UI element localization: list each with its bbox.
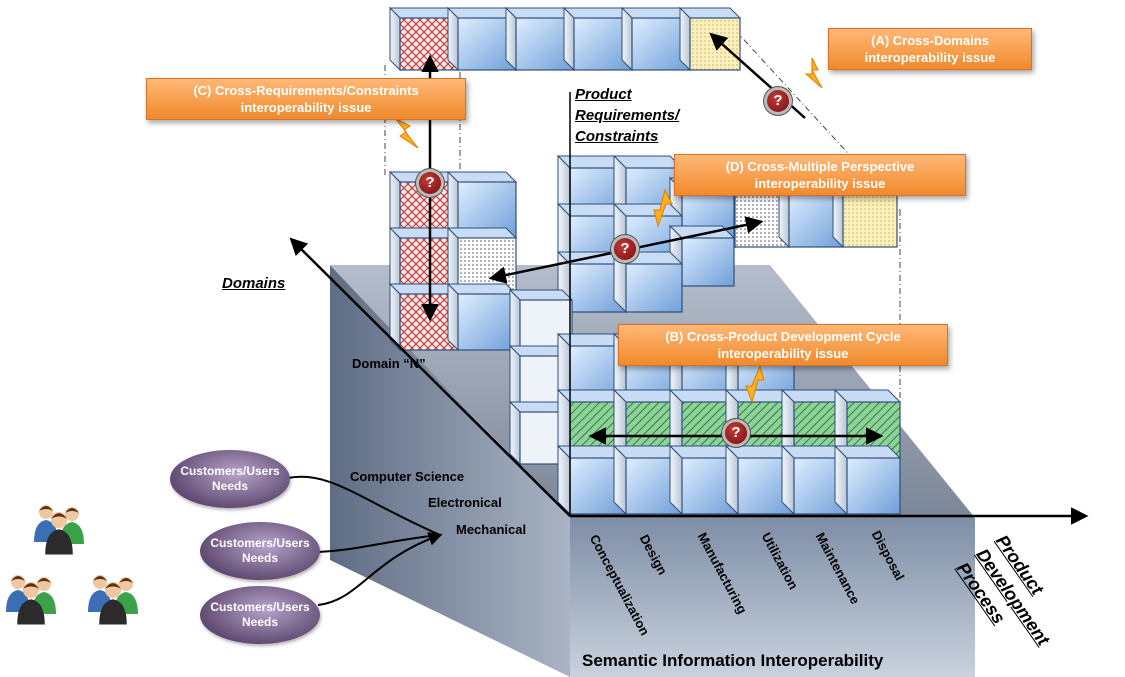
domain-label-electronical: Electronical bbox=[428, 495, 502, 510]
cube-left-blue bbox=[446, 282, 518, 352]
cube-tower bbox=[612, 250, 684, 314]
connector-3 bbox=[317, 532, 443, 606]
needs-connectors bbox=[287, 475, 443, 606]
lightning-b-icon bbox=[745, 364, 765, 404]
base-front-face bbox=[570, 518, 975, 677]
callout-b-line1: (B) Cross-Product Development Cycle bbox=[665, 329, 901, 344]
people-icons bbox=[6, 505, 138, 625]
callout-a-line1: (A) Cross-Domains bbox=[871, 33, 989, 48]
axes bbox=[289, 92, 1089, 525]
lightning-a-icon bbox=[804, 57, 823, 89]
cube-left-blue bbox=[446, 170, 518, 240]
cube-top-yellow bbox=[678, 6, 742, 72]
arrow-a bbox=[709, 32, 806, 119]
cube-top-blue bbox=[504, 6, 576, 72]
callout-d-line2: interoperability issue bbox=[754, 176, 886, 191]
callout-b: (B) Cross-Product Development Cycle inte… bbox=[618, 324, 948, 366]
callout-d-line1: (D) Cross-Multiple Perspective bbox=[725, 159, 915, 174]
customer-needs-2: Customers/Users Needs bbox=[200, 522, 320, 580]
question-b-icon: ? bbox=[725, 422, 747, 444]
lightning-bolts bbox=[394, 57, 823, 404]
requirements-axis-label: Product Requirements/ Constraints bbox=[575, 84, 679, 147]
lightning-d-icon bbox=[653, 188, 673, 228]
callout-d: (D) Cross-Multiple Perspective interoper… bbox=[674, 154, 966, 196]
domains-axis bbox=[289, 237, 571, 517]
callout-c: (C) Cross-Requirements/Constraints inter… bbox=[146, 78, 466, 120]
person-icon bbox=[34, 505, 58, 542]
domain-label-computer-science: Computer Science bbox=[350, 469, 465, 484]
connector-2 bbox=[317, 534, 441, 553]
callout-c-line2: interoperability issue bbox=[240, 100, 372, 115]
domain-label-mechanical: Mechanical bbox=[456, 522, 527, 537]
customer-needs-1: Customers/Users Needs bbox=[170, 450, 290, 508]
domain-label-n: Domain “N” bbox=[352, 356, 426, 371]
question-a-icon: ? bbox=[767, 90, 789, 112]
base-label: Semantic Information Interoperability bbox=[582, 651, 884, 670]
callout-b-line2: interoperability issue bbox=[717, 346, 849, 361]
requirements-label-line3: Constraints bbox=[575, 128, 659, 145]
requirements-label-line1: Product bbox=[575, 86, 632, 103]
requirements-label-line2: Requirements/ bbox=[575, 107, 680, 124]
callout-a-line2: interoperability issue bbox=[864, 50, 996, 65]
callout-a: (A) Cross-Domains interoperability issue bbox=[828, 28, 1032, 70]
person-icon bbox=[17, 581, 45, 625]
person-icon bbox=[45, 511, 73, 555]
connector-1 bbox=[287, 475, 441, 536]
question-d-icon: ? bbox=[614, 238, 636, 260]
person-icon bbox=[99, 581, 127, 625]
lightning-c-icon bbox=[394, 117, 419, 149]
domains-axis-label: Domains bbox=[222, 275, 286, 292]
callout-c-line1: (C) Cross-Requirements/Constraints bbox=[193, 83, 419, 98]
base-left-face bbox=[330, 265, 570, 677]
customer-needs-3: Customers/Users Needs bbox=[200, 586, 320, 644]
question-c-icon: ? bbox=[419, 172, 441, 194]
cube-front-lower bbox=[833, 444, 902, 516]
